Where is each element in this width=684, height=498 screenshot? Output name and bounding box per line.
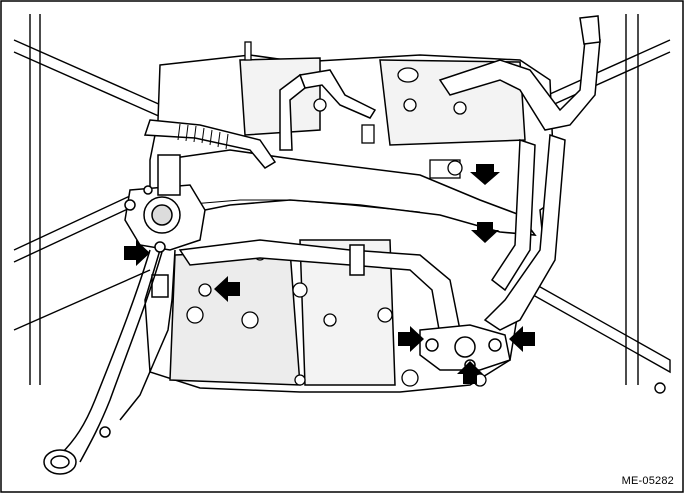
figure-id-label: ME-05282 bbox=[621, 475, 674, 487]
arrow-down-icon bbox=[471, 222, 499, 243]
callout-arrows bbox=[124, 164, 535, 384]
arrow-up-icon bbox=[457, 361, 483, 384]
top-sensor bbox=[244, 41, 463, 179]
lower-left-hose bbox=[43, 249, 176, 475]
arrow-right-icon bbox=[124, 240, 150, 266]
arrow-down-icon bbox=[470, 164, 500, 185]
engine-stand bbox=[13, 14, 671, 394]
arrow-left-icon bbox=[214, 276, 240, 302]
upper-hose bbox=[143, 69, 377, 169]
arrow-left-icon bbox=[509, 326, 535, 352]
block-bolts bbox=[186, 98, 487, 387]
left-housing bbox=[124, 154, 206, 298]
right-hose bbox=[438, 15, 601, 331]
arrow-right-icon bbox=[398, 326, 424, 352]
thermostat-case bbox=[419, 324, 511, 371]
